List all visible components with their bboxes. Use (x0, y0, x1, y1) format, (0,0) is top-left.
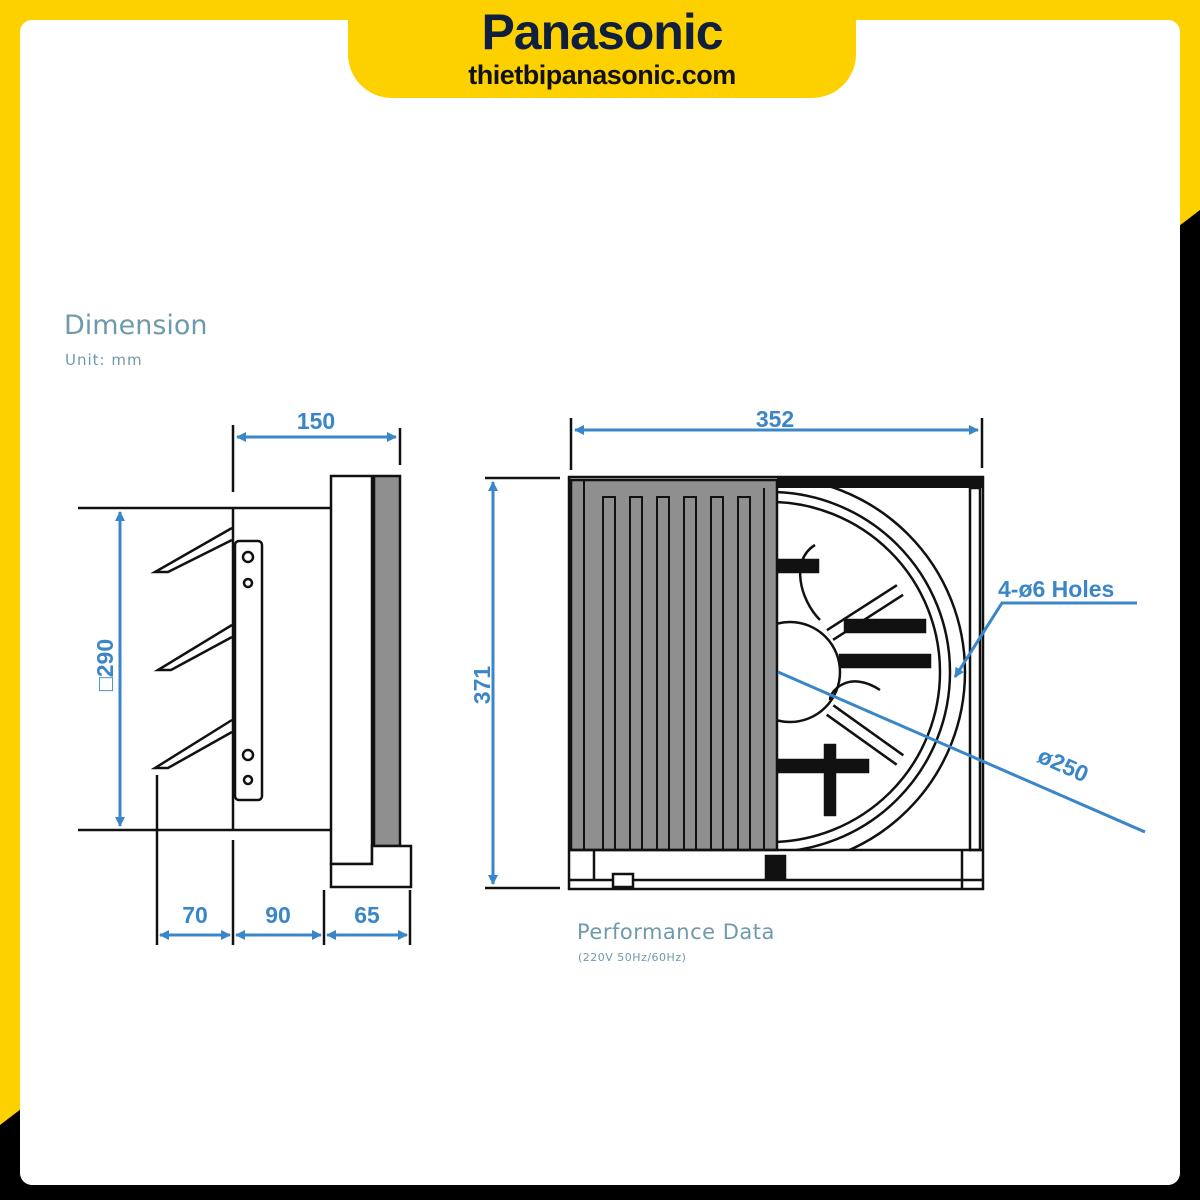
dim-371-label: 371 (469, 666, 495, 705)
dim-70-label: 70 (182, 902, 208, 928)
dim-90-label: 90 (265, 902, 291, 928)
brand-logo: Panasonic (481, 4, 723, 60)
dimension-unit: Unit: mm (65, 351, 143, 369)
performance-power: (220V 50Hz/60Hz) (578, 951, 687, 964)
dimension-title: Dimension (64, 310, 208, 341)
performance-title: Performance Data (577, 920, 775, 944)
louver-blade (150, 526, 233, 574)
holes-label: 4-ø6 Holes (998, 576, 1114, 602)
housing-grille (372, 474, 402, 848)
front-view (485, 418, 985, 891)
diameter-line (777, 670, 1146, 834)
front-grille (569, 478, 779, 852)
fan-impeller (778, 488, 967, 850)
side-dimensions (115, 432, 408, 940)
front-dimensions (488, 425, 1146, 885)
bracket-hole (241, 550, 255, 564)
louver-blade (150, 718, 233, 770)
louver-blade (153, 623, 233, 672)
side-view (78, 425, 413, 945)
brand-header: Panasonic thietbipanasonic.com (348, 0, 856, 98)
dim-65-label: 65 (354, 902, 380, 928)
holes-leader (953, 601, 1137, 678)
housing-frame (329, 474, 374, 866)
brand-website: thietbipanasonic.com (468, 60, 736, 90)
dim-352-label: 352 (756, 406, 794, 432)
dim-290-label: □290 (92, 639, 118, 691)
dim-150-label: 150 (297, 408, 335, 434)
mounting-bracket (233, 539, 264, 802)
diameter-label: ø250 (1034, 742, 1092, 787)
